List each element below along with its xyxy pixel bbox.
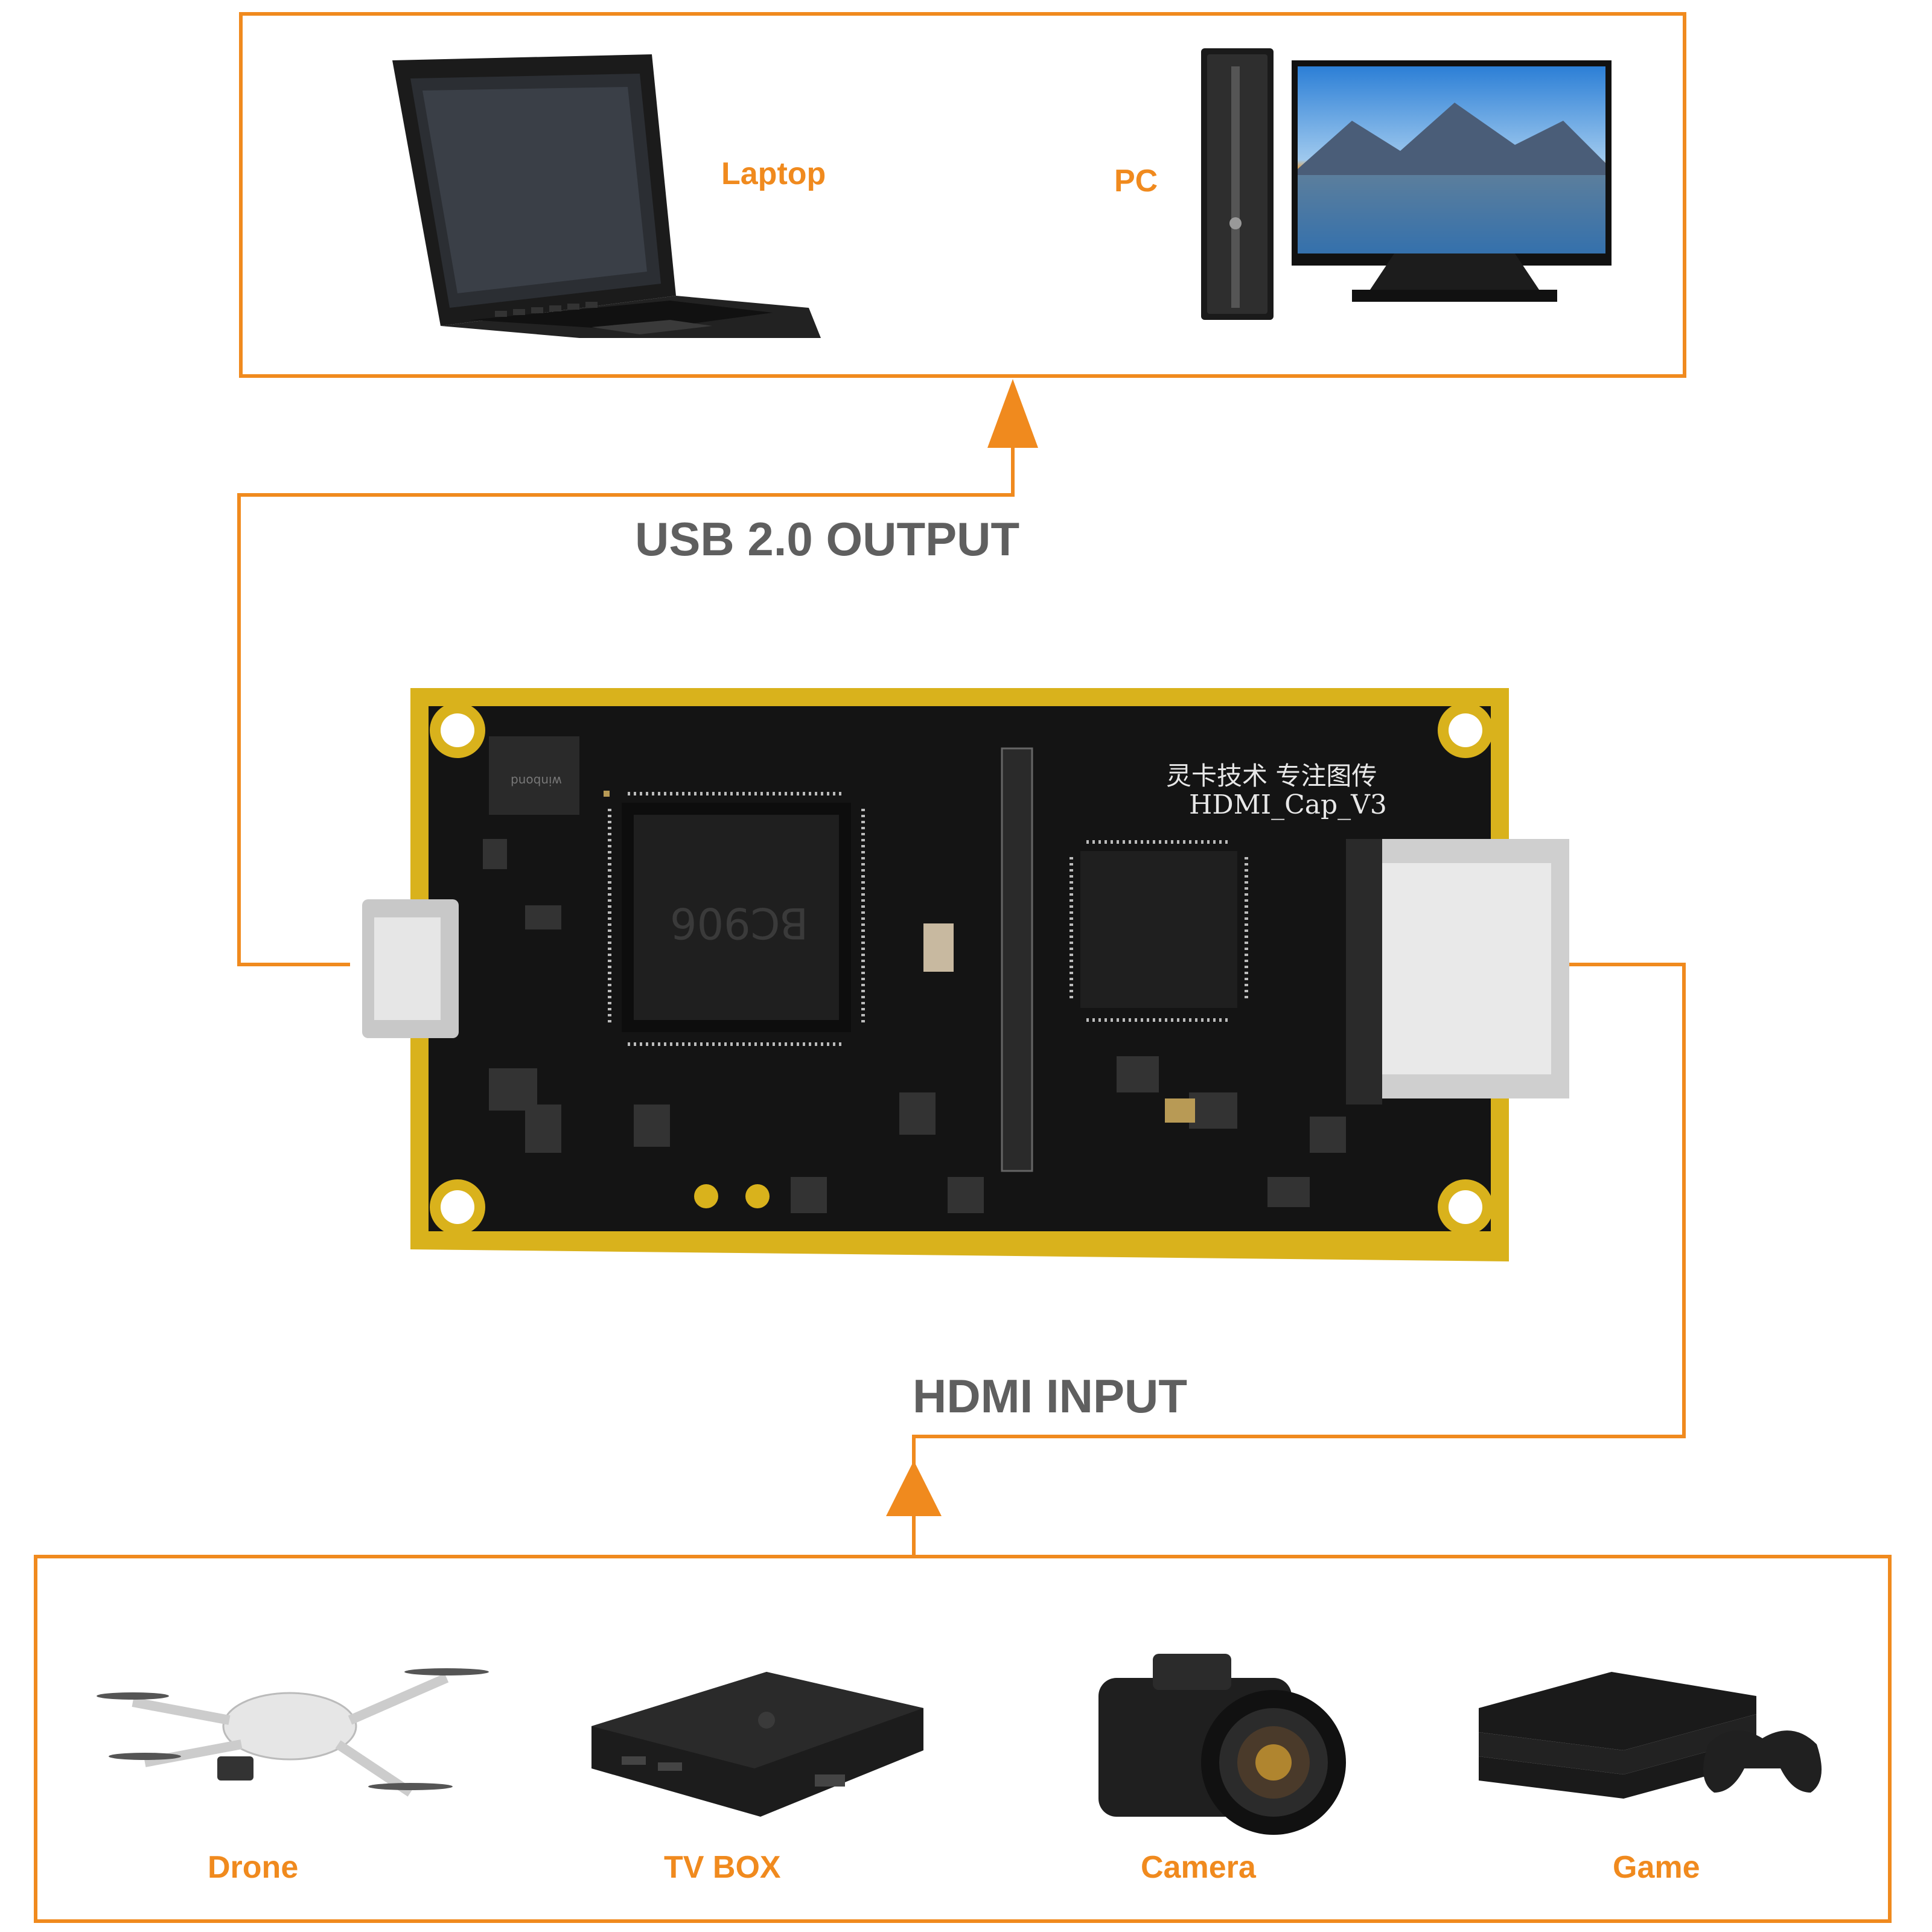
drone-label: Drone [208,1850,299,1885]
laptop-icon [392,54,821,338]
board-silk-model: HDMI_Cap_V3 [1189,789,1387,820]
board-main-chip-label: BC906 [670,898,809,948]
tv-box-label: TV BOX [664,1850,781,1885]
tv-box-icon [591,1672,923,1817]
pcb-board-image [362,688,1569,1261]
pc-icon [1201,48,1612,320]
up-arrow-icon [886,1461,942,1516]
drone-icon [97,1668,489,1797]
board-flash-chip-label: winbond [511,774,562,788]
output-devices-box [239,12,1686,378]
up-arrow-icon [987,379,1038,448]
board-silk-chinese: 灵卡技术 专注图传 [1166,761,1377,791]
input-devices-box [34,1555,1892,1923]
camera-icon [1098,1654,1346,1835]
game-console-icon [1479,1672,1822,1799]
laptop-label: Laptop [721,156,826,191]
hdmi-input-label: HDMI INPUT [913,1369,1187,1423]
game-label: Game [1613,1850,1700,1885]
camera-label: Camera [1141,1850,1256,1885]
pc-label: PC [1114,164,1158,199]
usb-output-label: USB 2.0 OUTPUT [635,512,1020,566]
